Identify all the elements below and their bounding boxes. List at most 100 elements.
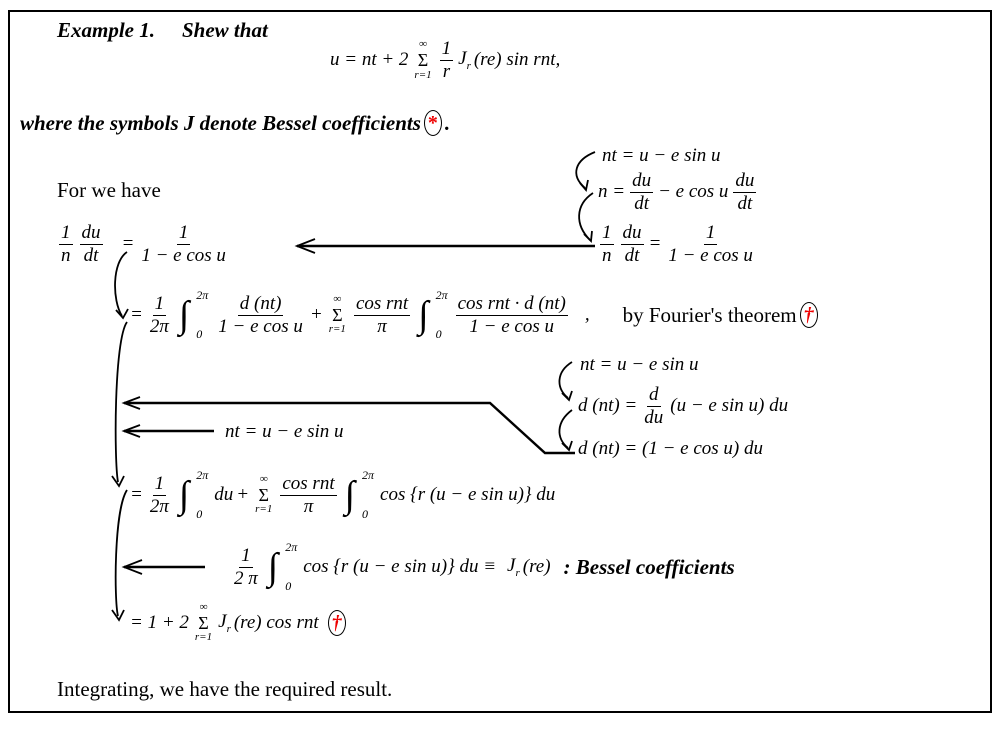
- plus: +: [236, 484, 250, 505]
- equals: =: [130, 304, 143, 325]
- arrowhead-icon: [121, 396, 141, 410]
- lower-limit: 0: [362, 507, 369, 521]
- curved-arrow-icon: [558, 409, 573, 449]
- period: .: [444, 110, 451, 135]
- upper-limit: 2π: [435, 288, 448, 302]
- integral-sign: ∫: [344, 474, 356, 516]
- lower-limit: 0: [285, 579, 292, 593]
- conclusion: Integrating, we have the required result…: [57, 677, 393, 701]
- example-heading: Example 1. Shew that: [57, 18, 268, 43]
- page-frame: [8, 10, 992, 713]
- curved-arrow-icon: [114, 251, 128, 317]
- sum-sign: Σ: [332, 304, 343, 325]
- sum-sign: Σ: [198, 612, 209, 633]
- numerator: du: [79, 222, 103, 245]
- eq-text: (re) sin rnt,: [473, 49, 561, 71]
- eq-text: (re) cos rnt: [233, 611, 319, 633]
- numerator: 1: [152, 292, 167, 316]
- curved-arrow-icon: [575, 151, 596, 189]
- lower-limit: 0: [196, 507, 203, 521]
- arrowhead-icon: [111, 609, 125, 622]
- numerator: du: [630, 170, 654, 193]
- eq-text: cos {r (u − e sin u)} du ≡: [303, 556, 497, 577]
- integral: ∫ 2π 0: [179, 468, 208, 522]
- numerator: 1: [152, 472, 167, 496]
- upper-limit: 2π: [196, 468, 209, 482]
- arrowhead-icon: [111, 475, 125, 488]
- integral-sign: ∫: [178, 294, 190, 336]
- equals: =: [648, 233, 662, 255]
- footnote-marker[interactable]: *: [423, 110, 442, 136]
- denominator: n: [602, 244, 612, 266]
- curved-arrow-icon: [114, 489, 128, 617]
- denominator: π: [303, 495, 314, 517]
- eq-text: n =: [598, 181, 626, 203]
- arrowhead-icon: [579, 179, 589, 192]
- sum-sign: Σ: [417, 49, 429, 70]
- eq-text: (re): [522, 556, 551, 577]
- numerator: 1: [59, 222, 73, 245]
- footnote-marker[interactable]: †: [799, 302, 818, 328]
- subscript: r: [515, 566, 520, 579]
- denominator: 1 − e cos u: [218, 315, 303, 337]
- denominator: 1 − e cos u: [469, 315, 555, 337]
- where-statement: where the symbols J denote Bessel coeffi…: [20, 110, 450, 136]
- integral-sign: ∫: [267, 546, 279, 588]
- eq-text: = 1 + 2: [130, 611, 189, 633]
- numerator: 1: [703, 222, 718, 245]
- left-arrow-icon: [124, 401, 575, 455]
- sum-sign: Σ: [258, 484, 269, 505]
- footnote-marker[interactable]: †: [327, 609, 346, 636]
- dagger-icon: †: [803, 304, 814, 326]
- fraction: d (nt)1 − e cos u: [216, 293, 305, 338]
- numerator: du: [620, 222, 644, 245]
- denominator: 2 π: [234, 567, 258, 589]
- curved-arrow-icon: [558, 361, 573, 399]
- eq-text: (u − e sin u) du: [670, 395, 789, 417]
- bessel-J: J: [458, 48, 467, 70]
- bessel-label: : Bessel coefficients: [563, 554, 735, 579]
- eq-text: u = nt + 2: [330, 49, 409, 71]
- numerator: d (nt): [237, 292, 284, 316]
- numerator: cos rnt · d (nt): [455, 292, 568, 316]
- denominator: π: [377, 315, 387, 337]
- numerator: d: [647, 384, 661, 407]
- denominator: 1 − e cos u: [141, 244, 226, 266]
- curved-arrow-icon: [114, 321, 128, 483]
- denominator: 2π: [149, 495, 169, 517]
- arrowhead-icon: [561, 440, 573, 452]
- comma: ,: [584, 304, 590, 325]
- eq-text: − e cos u: [658, 181, 729, 203]
- right2-line3: d (nt) = (1 − e cos u) du: [578, 438, 763, 459]
- sum-upper: ∞: [333, 293, 342, 305]
- arrowhead-icon: [115, 308, 129, 320]
- sum-upper: ∞: [199, 601, 208, 613]
- numerator: 1: [176, 222, 191, 245]
- denominator: r: [442, 60, 451, 82]
- lower-limit: 0: [435, 327, 442, 341]
- numerator: cos rnt: [353, 292, 411, 316]
- fraction: cos rnt · d (nt)1 − e cos u: [455, 292, 568, 338]
- denominator: 2π: [149, 315, 169, 337]
- integral-sign: ∫: [178, 474, 190, 516]
